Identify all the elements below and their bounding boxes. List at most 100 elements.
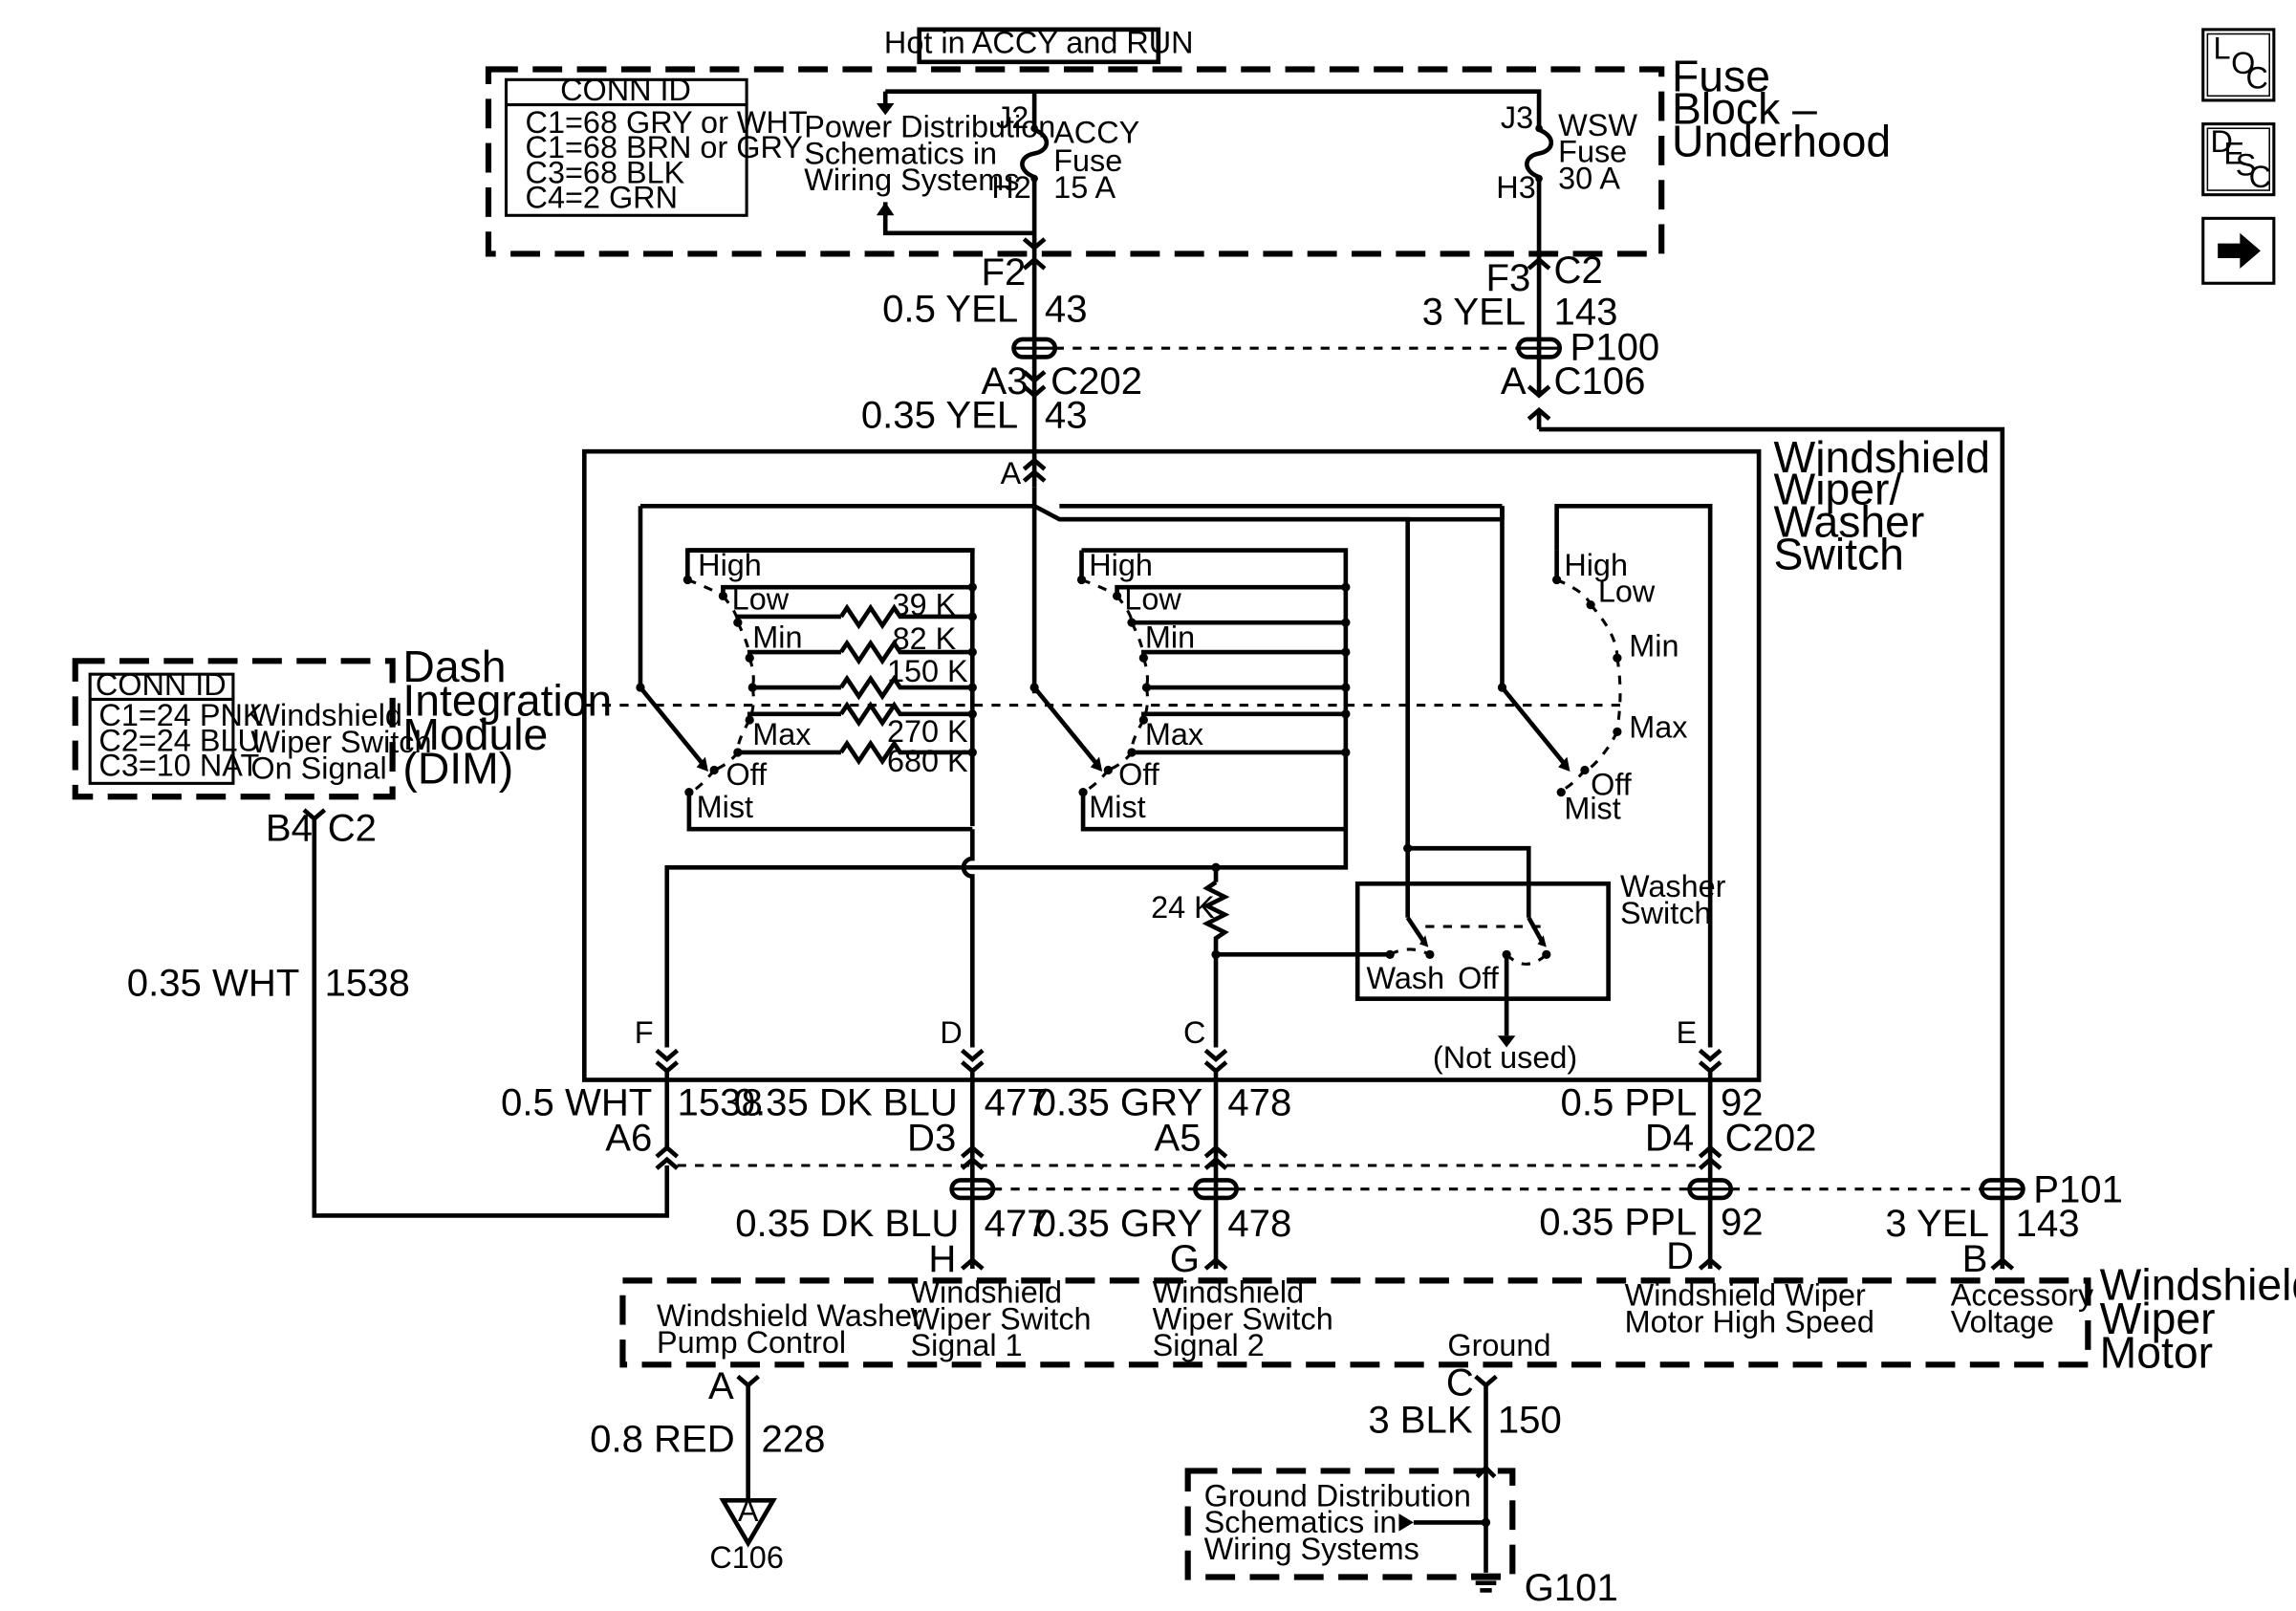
dim-conn-row: C2=24 BLU: [98, 723, 259, 757]
arrow-up-icon: [876, 202, 895, 216]
conn-c106-top-label: C106: [1554, 359, 1646, 403]
motor-pin-a-icon: [736, 1374, 760, 1388]
ground-ref-line-2: Schematics in: [1204, 1505, 1397, 1539]
accy-fuse-name: ACCY: [1053, 116, 1139, 150]
dim-outline: [72, 658, 396, 800]
fuse-block-title-1: Fuse: [1672, 52, 1770, 101]
motor-pin-b-label: B: [1962, 1237, 1988, 1280]
motor-high-label-2: Motor High Speed: [1625, 1304, 1874, 1339]
accy-fuse-in-pin: J2: [996, 100, 1029, 135]
mid-pos-low: Low: [1124, 581, 1181, 616]
mid-pos-high: High: [1089, 548, 1153, 582]
conn-d3-label: D3: [907, 1117, 956, 1160]
switch-title-3: Washer: [1774, 497, 1925, 547]
motor-sig1-label-1: Windshield: [910, 1275, 1062, 1310]
splice-p100-label: P100: [1570, 326, 1659, 369]
conn-a3-label: A3: [982, 359, 1029, 403]
conn-c2-label: C2: [1554, 249, 1603, 292]
wsw-fuse-type: Fuse: [1558, 135, 1627, 169]
mid-pos-mist: Mist: [1089, 790, 1145, 824]
power-ref-line-3: Wiring Systems: [804, 163, 1019, 197]
right-pos-max: Max: [1629, 710, 1687, 745]
dim-title-1: Dash: [402, 642, 506, 691]
switch-title-2: Wiper/: [1774, 465, 1902, 514]
left-wiper-switch: [639, 548, 977, 832]
motor-pin-c-label: C: [1446, 1361, 1474, 1404]
next-arrow-button[interactable]: [2201, 216, 2276, 285]
fuse-block-title-3: Underhood: [1672, 117, 1891, 166]
left-pos-min: Min: [752, 620, 802, 654]
fuse-conn-row: C4=2 GRN: [526, 181, 678, 215]
motor-pin-d-label: D: [1666, 1234, 1694, 1277]
off-page-c106: C106: [709, 1540, 784, 1575]
motor-sig2-label-1: Windshield: [1153, 1275, 1305, 1310]
switch-title-4: Switch: [1774, 530, 1904, 579]
dim-wire-color: 0.35 WHT: [127, 962, 300, 1005]
right-pos-min: Min: [1629, 629, 1679, 664]
conn-d4-label: D4: [1645, 1117, 1694, 1160]
dim-conn-title: CONN ID: [96, 667, 227, 702]
resistor-150k: [838, 674, 973, 701]
dim-conn-table: [88, 672, 235, 785]
dim-conn-row: C1=24 PNK: [98, 698, 263, 732]
motor-pin-c-icon: [1474, 1374, 1498, 1388]
location-button[interactable]: L O C: [2201, 28, 2276, 102]
right-pos-off: Off: [1591, 768, 1633, 802]
washer-switch-title-1: Washer: [1620, 869, 1726, 903]
motor-wire-92-num: 92: [1721, 1201, 1764, 1244]
desc-letter-e: E: [2223, 136, 2244, 170]
motor-pin-g-label: G: [1170, 1237, 1200, 1280]
motor-pump-label-2: Pump Control: [657, 1325, 846, 1360]
wire-43b-num: 43: [1045, 393, 1088, 436]
ground-g101-label: G101: [1525, 1566, 1618, 1609]
motor-sig1-label-2: Wiper Switch: [910, 1301, 1091, 1336]
wire-143-run: [1539, 426, 2005, 1181]
wire-92-color: 0.5 PPL: [1561, 1081, 1698, 1124]
dim-wire-num: 1538: [325, 962, 410, 1005]
desc-letter-s: S: [2236, 148, 2257, 183]
fuse-conn-row: C1=68 BRN or GRY: [526, 130, 803, 164]
dim-conn-row: C3=10 NAT: [98, 749, 259, 783]
wsw-fuse-symbol: [1525, 127, 1554, 180]
ground-ref-line-3: Wiring Systems: [1204, 1532, 1419, 1566]
accy-fuse-rating: 15 A: [1053, 170, 1116, 205]
arrow-right-icon: [1398, 1513, 1414, 1532]
resistor-270k: [838, 701, 973, 728]
fuse-conn-row: C1=68 GRY or WHT: [526, 105, 808, 140]
hot-label-box: [917, 27, 1161, 65]
res-39k-label: 39 K: [893, 587, 957, 621]
fuse-conn-row: C3=68 BLK: [526, 155, 685, 189]
wsw-fuse-out-pin: H3: [1496, 170, 1535, 205]
dim-title-4: (DIM): [402, 743, 513, 793]
mid-pos-off: Off: [1118, 757, 1160, 792]
conn-a6-label: A6: [605, 1117, 652, 1160]
arrow-down-icon: [876, 103, 895, 116]
fuse-block-outline: [485, 66, 1665, 257]
dim-title-2: Integration: [402, 675, 612, 725]
middle-wiper-switch: [664, 548, 1351, 1048]
not-used-label: (Not used): [1433, 1040, 1577, 1075]
motor-wire-143-color: 3 YEL: [1885, 1202, 1989, 1245]
wire-477-num: 477: [985, 1081, 1049, 1124]
description-button[interactable]: D E S C: [2201, 122, 2276, 197]
right-wiper-switch: [1500, 503, 1713, 1048]
switch-pin-d-label: D: [940, 1015, 962, 1050]
motor-acc-label-1: Accessory: [1951, 1278, 2094, 1313]
wire-43-color: 0.5 YEL: [882, 287, 1018, 330]
dim-signal-3: On Signal: [250, 751, 386, 786]
motor-top-connectors: [960, 1256, 2015, 1271]
switch-title-1: Windshield: [1774, 432, 1991, 482]
arrow-right-icon: [2218, 232, 2261, 269]
motor-ground-label: Ground: [1447, 1328, 1550, 1362]
resistor-24k: [1202, 880, 1230, 1048]
wsw-fuse-in-pin: J3: [1501, 100, 1533, 135]
wire-143-color: 3 YEL: [1422, 290, 1527, 333]
conn-c202-top-label: C202: [1051, 359, 1142, 403]
res-82k-label: 82 K: [893, 621, 957, 656]
dim-c2-label: C2: [328, 807, 377, 850]
left-pos-low: Low: [732, 581, 790, 616]
motor-wire-477-color: 0.35 DK BLU: [735, 1202, 959, 1245]
arrow-down-icon: [1497, 1035, 1516, 1048]
motor-title-3: Motor: [2100, 1327, 2213, 1377]
